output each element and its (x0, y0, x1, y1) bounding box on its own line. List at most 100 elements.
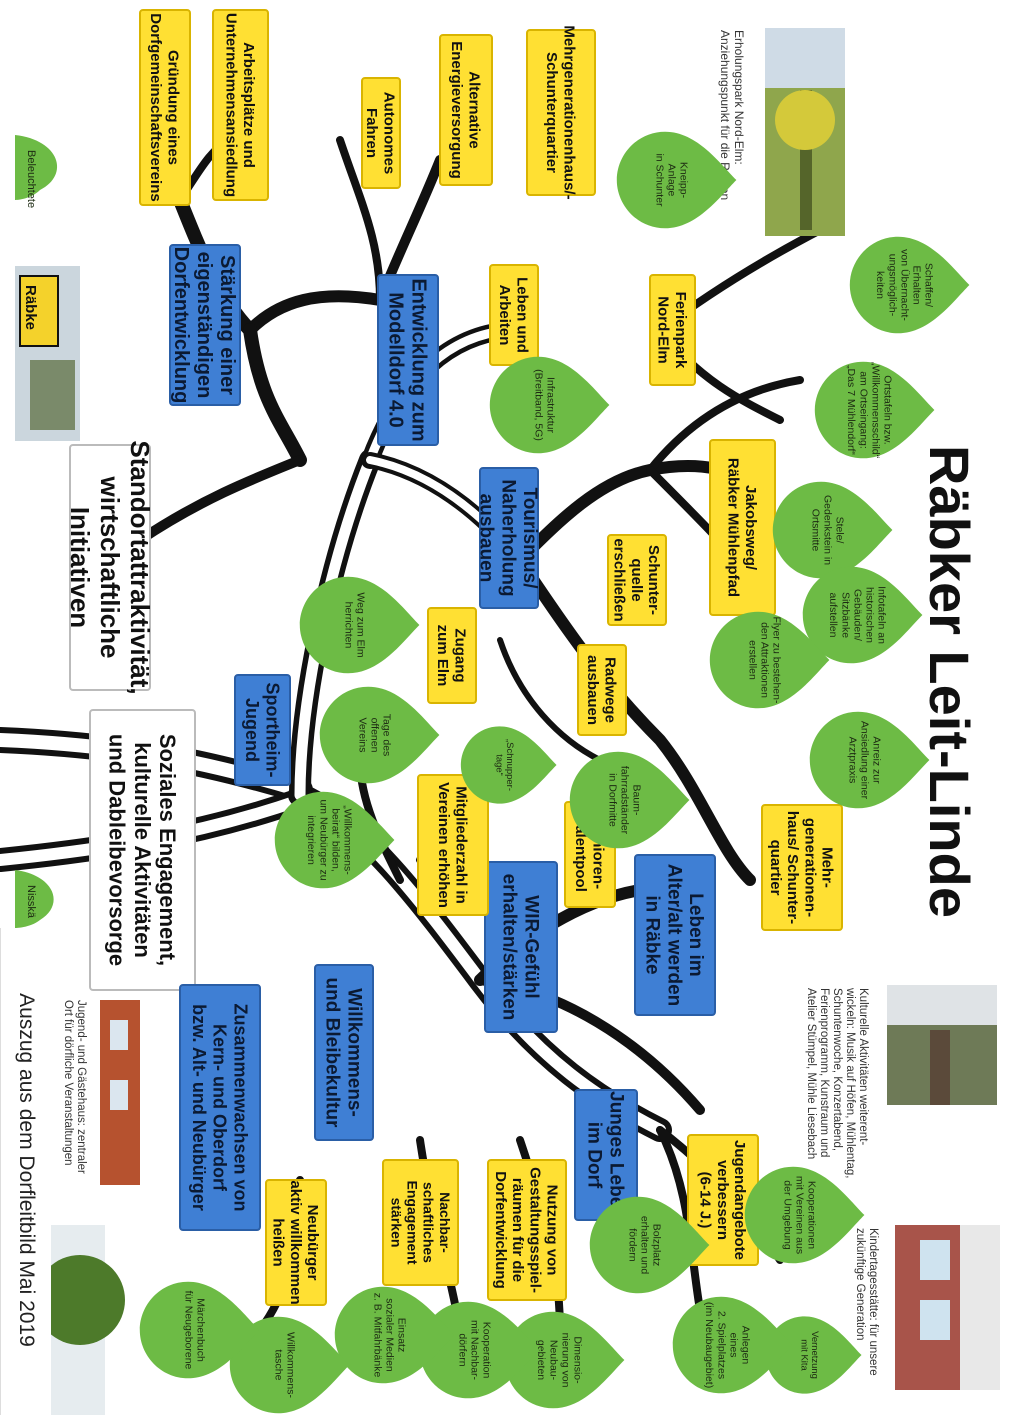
leaf: Infrastruktur(Breitband, 5G) (489, 356, 610, 454)
text-line: Stele/ (833, 517, 845, 544)
measure-box: Jakobsweg/Räbker Mühlenpfad (709, 439, 776, 616)
text-line: für Neugeborene (182, 1291, 194, 1370)
text-line: Nachbar- (437, 1192, 453, 1253)
text-line: Sportheim- (263, 682, 283, 777)
text-line: „Willkommensschild“ (869, 362, 881, 459)
photo-erholungspark: Erholungspark Nord-Elm: Anziehungspunkt … (718, 28, 845, 236)
category-box-bg (89, 709, 196, 991)
text-line: in Räbke (642, 895, 663, 974)
measure-box-bg (417, 774, 489, 916)
text-line: Schunterquartier (543, 52, 560, 173)
leaf: „Schnupper-tage“ (460, 726, 557, 804)
text-line: und Dableibevorsorge (105, 734, 130, 966)
leaf-label: Infotafeln anhistorischenGebäuden/Sitzbä… (827, 586, 887, 644)
measure-box: Mehrgenerationenhaus/-Schunterquartier (526, 25, 596, 200)
text-line: Arztpraxis (846, 737, 858, 784)
photo-caption-line: Ort für dörfliche Veranstaltungen (62, 1000, 74, 1166)
photo-caption-line: Erholungspark Nord-Elm: (732, 30, 746, 165)
text-line: um Neubürger zu (317, 799, 329, 880)
measure-box-bg (439, 34, 493, 186)
text-line: z. B. Mitfahrbänke (371, 1293, 383, 1378)
photo-caption-line: zukünftige Generation (854, 1228, 866, 1341)
text-line: Kneipp- (677, 162, 689, 199)
text-line: dörfern (456, 1333, 468, 1366)
measure-box-bg (139, 9, 191, 206)
text-line: Jugend (242, 698, 262, 762)
photo-caption-line: Jugend- und Gästehaus: zentraler (75, 1000, 87, 1174)
edge-leaf-left-bottom (15, 870, 54, 928)
text-line: in Dorfmitte (606, 773, 618, 827)
goal-box: Stärkung einereigenständigenDorfentwickl… (169, 244, 241, 406)
leaf-label: Infrastruktur(Breitband, 5G) (532, 369, 556, 441)
goal-box: Willkommens-und Bleibekultur (314, 964, 374, 1141)
photo-kultur (887, 985, 997, 1105)
text-line: ausbauen (476, 494, 497, 583)
text-line: Willkommens- (284, 1332, 296, 1398)
text-line: Mehr- (819, 847, 836, 888)
text-line: kulturelle Aktivitäten (130, 742, 155, 958)
text-line: Radwege (601, 657, 618, 723)
measure-box-bg (265, 1179, 327, 1306)
text-line: am Ortseingang: (857, 371, 869, 449)
text-line: Dimensio- (571, 1336, 583, 1384)
text-line: Nutzung von (544, 1185, 561, 1276)
text-line: Junges Leben (605, 1091, 626, 1219)
text-line: Einsatz (395, 1318, 407, 1352)
text-line: schaftliches (421, 1182, 437, 1263)
measure-box-label: Mehr-generationen-haus/ Schunter-quartie… (767, 811, 836, 924)
goal-box-bg (634, 854, 716, 1016)
text-line: haus/ Schunter- (784, 811, 801, 924)
text-line: Standortattraktivität, (125, 440, 155, 694)
text-line: und Bleibekultur (321, 978, 342, 1129)
text-line: „Schnupper- (504, 739, 515, 791)
text-line: tage“ (493, 754, 504, 776)
measure-box-bg (761, 804, 843, 931)
text-line: in Schunter (653, 153, 665, 207)
text-line: (6-14 J.) (697, 1172, 714, 1229)
text-line: Ferienpark (672, 292, 689, 369)
photo-caption-line: Anziehungspunkt für die Region (718, 30, 732, 200)
edge-leaf-label: Beleuchtete (25, 150, 37, 208)
text-line: „Das 7 Mühlendorf“ (845, 365, 857, 455)
text-line: Autonomes (380, 92, 397, 175)
text-line: offenen (368, 718, 380, 753)
leaf-label: „Schnupper-tage“ (493, 739, 515, 791)
leaf-label: Ortstafeln bzw.„Willkommensschild“am Ort… (845, 362, 893, 459)
text-line: verbessern (714, 1160, 731, 1240)
goal-box-bg (169, 244, 241, 406)
text-line: mit Kita (798, 1339, 809, 1371)
text-line: Kooperationen (805, 1181, 817, 1249)
text-line: gebieten (535, 1340, 547, 1380)
text-line: bzw. Alt- und Neubürger (189, 1004, 209, 1211)
ortsschild-text: Räbke (22, 285, 39, 330)
svg-text:Erholungspark Nord-Elm:: Erholungspark Nord-Elm: Anziehungspunkt … (718, 30, 746, 200)
text-line: (Breitband, 5G) (532, 369, 544, 441)
category-box-label: Soziales Engagement,kulturelle Aktivität… (105, 734, 181, 966)
photo-jugendhaus (100, 1000, 140, 1185)
text-line: wirtschaftliche (95, 475, 125, 658)
text-line: fördern (626, 1228, 638, 1261)
text-line: Arbeitsplätze und (240, 42, 257, 168)
